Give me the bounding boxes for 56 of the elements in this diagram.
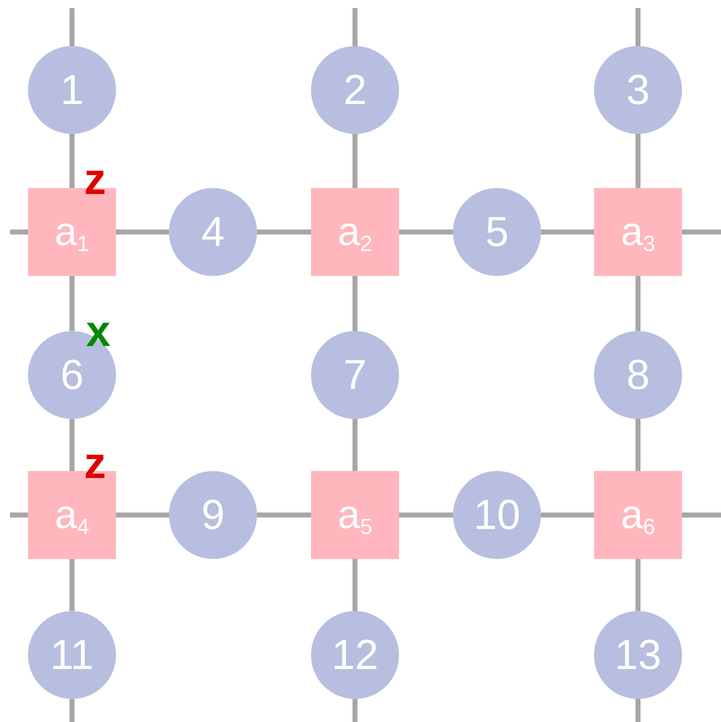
node-label: 3 (626, 69, 650, 111)
node-label: 2 (343, 69, 367, 111)
node-label: 11 (50, 634, 94, 676)
grid-line (399, 230, 453, 234)
operator-label: z (84, 442, 106, 486)
grid-line (541, 512, 594, 518)
ancilla-square (594, 471, 682, 559)
grid-line (10, 230, 28, 234)
grid-line (636, 276, 640, 331)
node-label: 6 (60, 354, 84, 396)
grid-line (636, 559, 640, 611)
grid-line (70, 276, 74, 331)
grid-line (399, 512, 453, 518)
grid-line (352, 8, 358, 46)
node-label: 4 (201, 211, 225, 253)
node-label: a$_{4}$ (54, 495, 90, 535)
node-label: a$_{5}$ (338, 495, 372, 535)
node-label: 8 (626, 354, 650, 396)
node-label: 9 (201, 494, 225, 536)
node-label: 1 (60, 69, 84, 111)
ancilla-square (311, 471, 399, 559)
grid-line (352, 134, 358, 188)
grid-line (70, 8, 74, 46)
operator-label: z (84, 158, 106, 202)
node-label: 7 (343, 354, 367, 396)
grid-line (257, 230, 311, 234)
grid-line (116, 512, 169, 518)
node-label: 10 (474, 494, 520, 536)
node-label: a$_{3}$ (620, 212, 656, 252)
grid-line (352, 276, 358, 331)
node-label: 12 (332, 634, 378, 676)
grid-line (636, 8, 640, 46)
grid-line (541, 230, 594, 234)
grid-line (116, 230, 169, 234)
grid-line (70, 134, 74, 188)
grid-line (682, 512, 721, 518)
node-label: 5 (485, 211, 509, 253)
grid-line (70, 699, 74, 722)
grid-line (352, 699, 358, 722)
grid-line (682, 230, 721, 234)
grid-line (352, 559, 358, 611)
node-label: a$_{2}$ (338, 212, 372, 252)
ancilla-square (311, 188, 399, 276)
ancilla-square (594, 188, 682, 276)
grid-line (352, 419, 358, 471)
node-label: a$_{6}$ (620, 495, 656, 535)
node-label: 13 (614, 634, 662, 676)
grid-line (636, 134, 640, 188)
grid-line (70, 419, 74, 471)
grid-line (10, 512, 28, 518)
node-label: a$_{1}$ (54, 212, 90, 252)
grid-line (636, 419, 640, 471)
operator-label: x (86, 310, 110, 354)
grid-line (70, 559, 74, 611)
grid-line (636, 699, 640, 722)
grid-line (257, 512, 311, 518)
